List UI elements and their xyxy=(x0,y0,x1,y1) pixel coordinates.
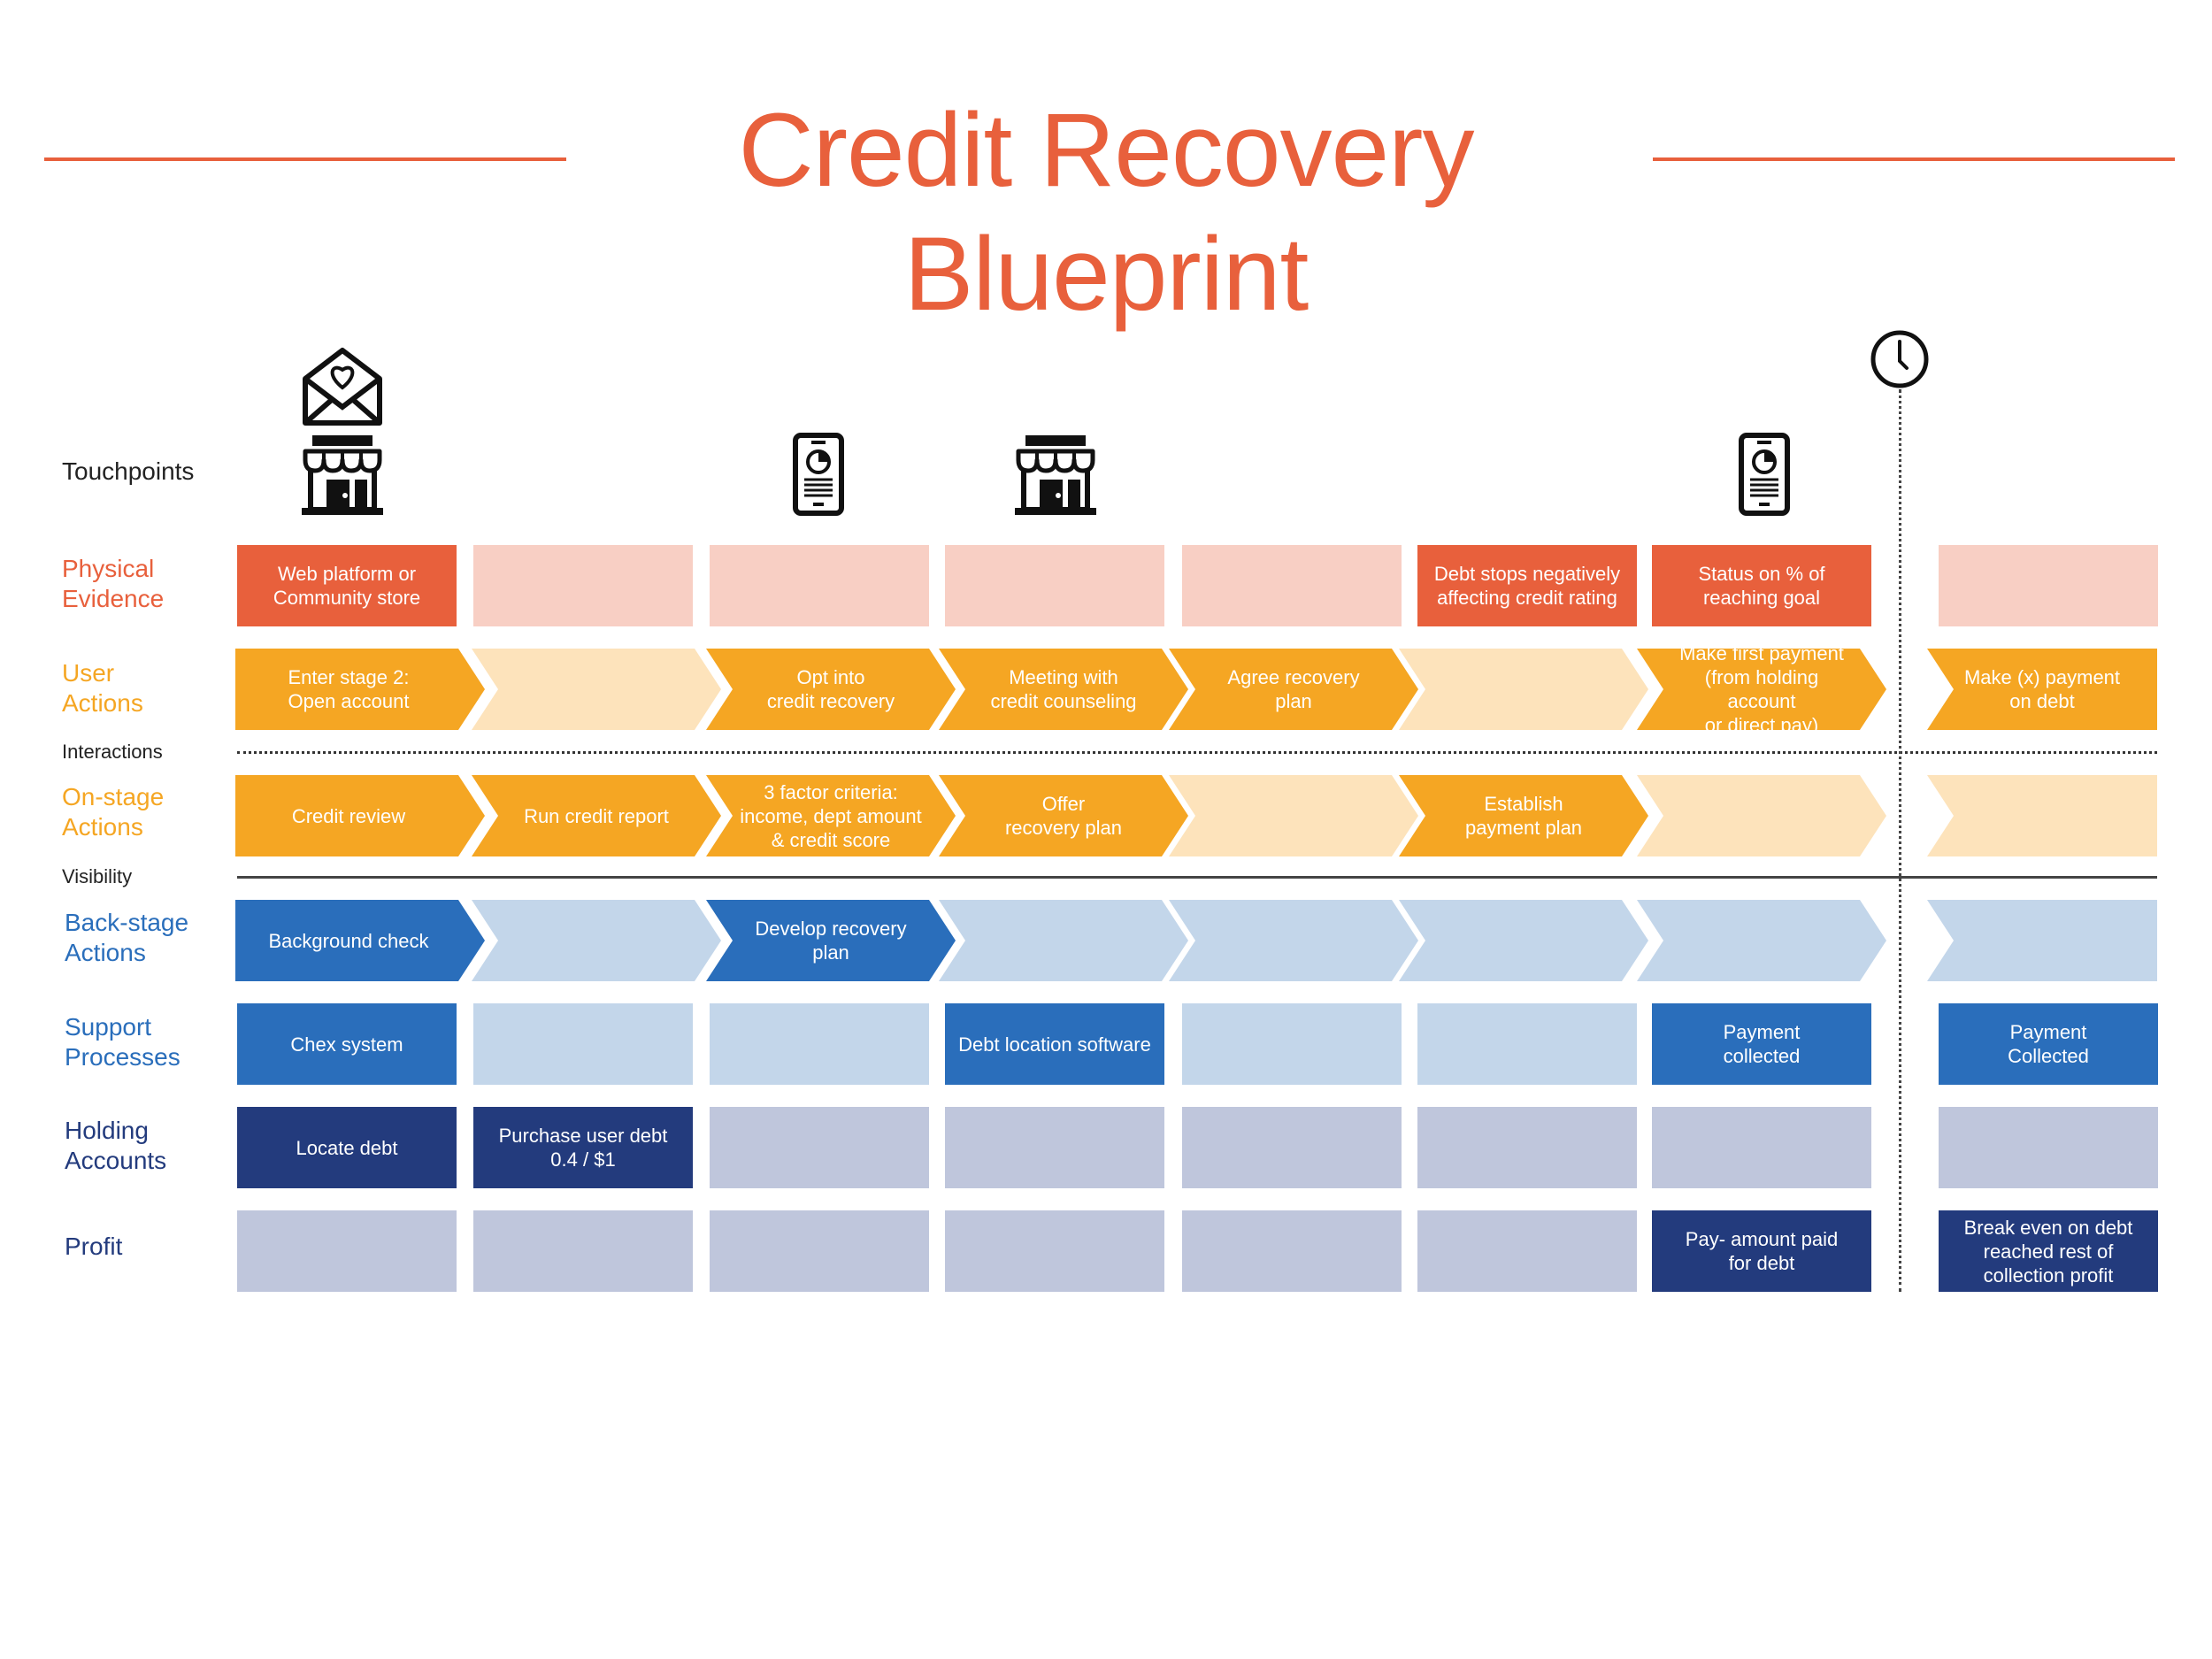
title-rule-right xyxy=(1653,157,2175,161)
title-rule-left xyxy=(44,157,566,161)
support-processes-step-2 xyxy=(473,1003,693,1085)
user-actions-step-8: Make (x) payment on debt xyxy=(1927,649,2157,730)
support-processes-step-8: Payment Collected xyxy=(1939,1003,2158,1085)
backstage-actions-step-7 xyxy=(1637,900,1886,981)
interactions-line xyxy=(237,751,2157,754)
mail-heart-icon xyxy=(300,343,385,433)
support-processes-step-6 xyxy=(1417,1003,1637,1085)
onstage-actions-step-5 xyxy=(1169,775,1418,856)
label-holding-accounts: Holding Accounts xyxy=(65,1117,167,1174)
onstage-actions-step-4: Offer recovery plan xyxy=(939,775,1188,856)
label-interactions: Interactions xyxy=(62,741,163,763)
label-onstage-actions: On-stage Actions xyxy=(62,783,165,841)
support-processes-step-3 xyxy=(710,1003,929,1085)
onstage-actions-step-3: 3 factor criteria: income, dept amount &… xyxy=(706,775,956,856)
profit-step-2 xyxy=(473,1210,693,1292)
user-actions-step-1: Enter stage 2: Open account xyxy=(235,649,485,730)
physical-evidence-step-5 xyxy=(1182,545,1402,626)
label-user-actions: User Actions xyxy=(62,659,143,717)
holding-accounts-step-4 xyxy=(945,1107,1164,1188)
user-actions-step-7: Make first payment (from holding account… xyxy=(1637,649,1886,730)
user-actions-step-5: Agree recovery plan xyxy=(1169,649,1418,730)
profit-step-8: Break even on debt reached rest of colle… xyxy=(1939,1210,2158,1292)
onstage-actions-step-6: Establish payment plan xyxy=(1399,775,1648,856)
holding-accounts-step-1: Locate debt xyxy=(237,1107,457,1188)
holding-accounts-step-8 xyxy=(1939,1107,2158,1188)
user-actions-step-2 xyxy=(472,649,721,730)
mobile-chart-icon xyxy=(790,432,847,521)
physical-evidence-step-4 xyxy=(945,545,1164,626)
user-actions-step-4: Meeting with credit counseling xyxy=(939,649,1188,730)
physical-evidence-step-2 xyxy=(473,545,693,626)
holding-accounts-step-5 xyxy=(1182,1107,1402,1188)
physical-evidence-step-3 xyxy=(710,545,929,626)
profit-step-6 xyxy=(1417,1210,1637,1292)
label-physical-evidence: Physical Evidence xyxy=(62,555,165,612)
label-profit: Profit xyxy=(65,1233,123,1260)
holding-accounts-step-6 xyxy=(1417,1107,1637,1188)
onstage-actions-step-8 xyxy=(1927,775,2157,856)
support-processes-step-7: Payment collected xyxy=(1652,1003,1871,1085)
storefront-icon xyxy=(300,432,385,521)
physical-evidence-step-8 xyxy=(1939,545,2158,626)
label-touchpoints: Touchpoints xyxy=(62,457,195,485)
physical-evidence-step-1: Web platform or Community store xyxy=(237,545,457,626)
clock-icon xyxy=(1868,327,1932,396)
holding-accounts-step-7 xyxy=(1652,1107,1871,1188)
backstage-actions-step-5 xyxy=(1169,900,1418,981)
onstage-actions-step-1: Credit review xyxy=(235,775,485,856)
profit-step-1 xyxy=(237,1210,457,1292)
page-title: Credit Recovery Blueprint xyxy=(738,92,1475,333)
user-actions-step-6 xyxy=(1399,649,1648,730)
onstage-actions-step-2: Run credit report xyxy=(472,775,721,856)
onstage-actions-step-7 xyxy=(1637,775,1886,856)
holding-accounts-step-2: Purchase user debt 0.4 / $1 xyxy=(473,1107,693,1188)
profit-step-5 xyxy=(1182,1210,1402,1292)
profit-step-7: Pay- amount paid for debt xyxy=(1652,1210,1871,1292)
storefront-icon xyxy=(1013,432,1098,521)
user-actions-step-3: Opt into credit recovery xyxy=(706,649,956,730)
physical-evidence-step-6: Debt stops negatively affecting credit r… xyxy=(1417,545,1637,626)
profit-step-4 xyxy=(945,1210,1164,1292)
label-visibility: Visibility xyxy=(62,865,133,887)
profit-step-3 xyxy=(710,1210,929,1292)
backstage-actions-step-6 xyxy=(1399,900,1648,981)
backstage-actions-step-3: Develop recovery plan xyxy=(706,900,956,981)
mobile-chart-icon xyxy=(1736,432,1793,521)
support-processes-step-5 xyxy=(1182,1003,1402,1085)
label-support-processes: Support Processes xyxy=(65,1013,180,1071)
backstage-actions-step-1: Background check xyxy=(235,900,485,981)
backstage-actions-step-2 xyxy=(472,900,721,981)
label-backstage-actions: Back-stage Actions xyxy=(65,909,189,966)
physical-evidence-step-7: Status on % of reaching goal xyxy=(1652,545,1871,626)
visibility-line xyxy=(237,876,2157,879)
backstage-actions-step-4 xyxy=(939,900,1188,981)
holding-accounts-step-3 xyxy=(710,1107,929,1188)
backstage-actions-step-8 xyxy=(1927,900,2157,981)
support-processes-step-1: Chex system xyxy=(237,1003,457,1085)
support-processes-step-4: Debt location software xyxy=(945,1003,1164,1085)
timeline-divider xyxy=(1899,389,1901,1292)
